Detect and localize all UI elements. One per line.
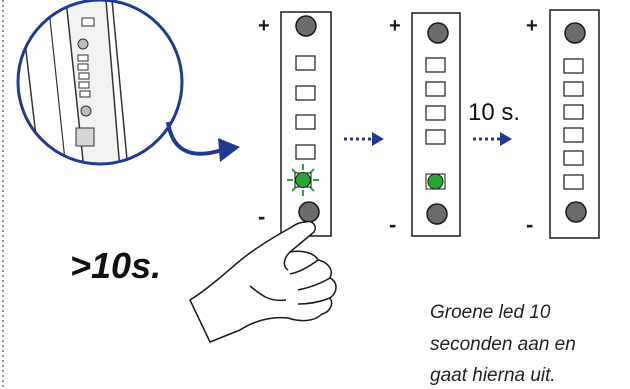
green-led-on-icon bbox=[425, 173, 446, 190]
minus-button-icon bbox=[298, 201, 320, 223]
plus-label: + bbox=[389, 15, 401, 37]
dotted-arrow-icon bbox=[344, 132, 384, 146]
green-led-blinking-icon bbox=[287, 164, 319, 196]
panel-frame bbox=[280, 11, 332, 237]
minus-button-icon bbox=[426, 203, 448, 225]
hand-pointer-icon bbox=[189, 220, 337, 343]
plus-label: + bbox=[258, 15, 270, 37]
caption-line-1: Groene led 10 bbox=[430, 302, 551, 323]
led-slot bbox=[295, 85, 316, 101]
led-slot bbox=[425, 57, 446, 73]
led-slot bbox=[425, 129, 446, 145]
plus-button-icon bbox=[427, 22, 449, 44]
plus-button-icon bbox=[564, 22, 586, 44]
timer-label: 10 s. bbox=[468, 99, 520, 126]
led-slot bbox=[425, 81, 446, 97]
plus-button-icon bbox=[295, 15, 317, 37]
panel-frame bbox=[411, 12, 461, 237]
led-slot bbox=[295, 114, 316, 130]
panel-3: + - bbox=[526, 9, 600, 239]
minus-button-icon bbox=[565, 201, 587, 223]
led-slot-off bbox=[563, 174, 584, 190]
led-slot bbox=[425, 105, 446, 121]
panel-2: + - bbox=[389, 12, 461, 237]
led-slot bbox=[563, 104, 584, 120]
led-slot bbox=[563, 58, 584, 74]
caption-line-2: seconden aan en bbox=[430, 334, 576, 355]
led-slot bbox=[563, 81, 584, 97]
led-slot bbox=[295, 55, 316, 71]
led-slot bbox=[563, 150, 584, 166]
curved-arrow-icon bbox=[166, 121, 240, 162]
press-duration-label: >10s. bbox=[70, 245, 161, 286]
caption: Groene led 10 seconden aan en gaat hiern… bbox=[430, 302, 576, 386]
minus-label: - bbox=[389, 212, 396, 237]
led-slot bbox=[563, 127, 584, 143]
caption-line-3: gaat hierna uit. bbox=[430, 365, 556, 386]
magnifier-detail bbox=[16, 0, 184, 166]
panel-1: + - bbox=[258, 11, 332, 237]
led-slot bbox=[295, 144, 316, 160]
minus-label: - bbox=[526, 212, 533, 237]
plus-label: + bbox=[526, 15, 538, 37]
minus-label: - bbox=[258, 204, 265, 229]
dotted-arrow-icon bbox=[473, 132, 512, 146]
panel-frame bbox=[549, 9, 600, 239]
